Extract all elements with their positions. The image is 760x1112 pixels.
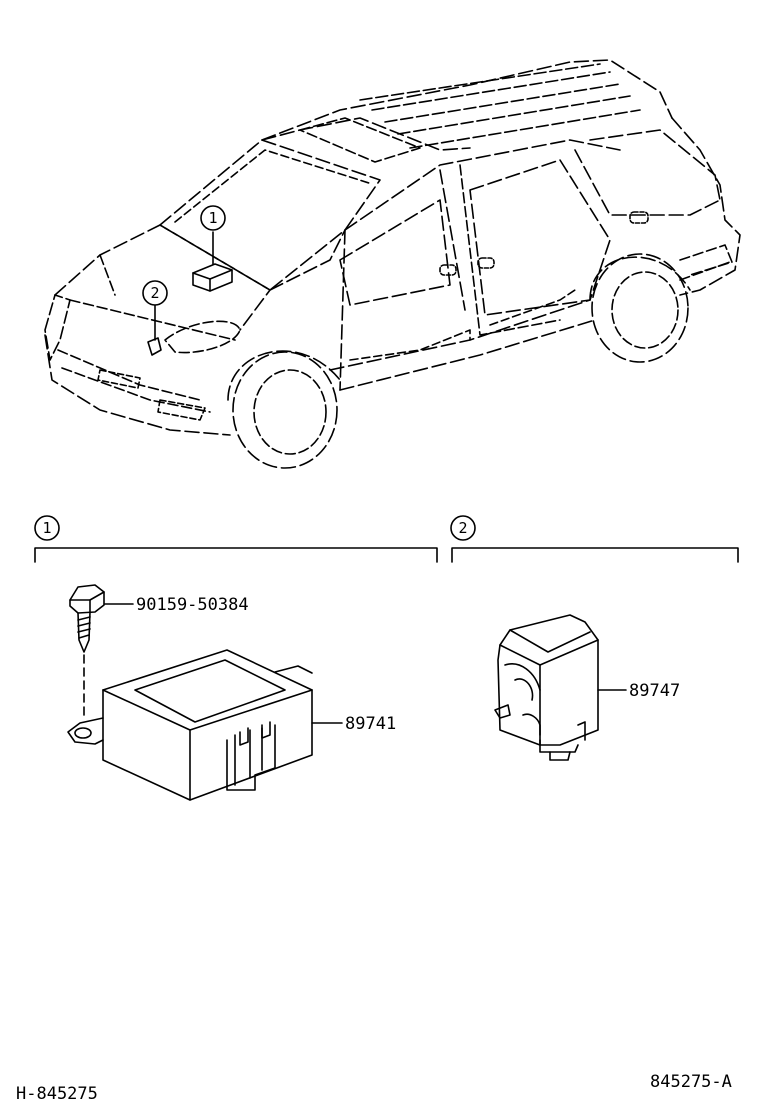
section-1-bracket <box>34 547 438 563</box>
callout-1-circle <box>200 205 226 231</box>
part-number-airbag-sensor-assembly: 89741 <box>345 714 396 734</box>
part-number-front-airbag-sensor: 89747 <box>629 681 680 701</box>
section-1-marker-circle <box>34 515 60 541</box>
diagram-code-left: H-845275 <box>16 1084 98 1104</box>
airbag-sensor-assembly-drawing <box>67 649 313 801</box>
callout-1-number: 1 <box>208 209 217 227</box>
part-number-bolt: 90159-50384 <box>136 595 249 615</box>
section-2-marker-number: 2 <box>458 519 467 537</box>
callout-2-circle <box>142 280 168 306</box>
vehicle-airbag-ecu-marker <box>192 263 233 292</box>
section-2-bracket <box>451 547 739 563</box>
section-2-marker-circle <box>450 515 476 541</box>
section-1-marker-number: 1 <box>42 519 51 537</box>
vehicle-illustration <box>44 59 741 469</box>
front-airbag-sensor-drawing <box>494 614 599 761</box>
bolt-drawing <box>69 584 105 721</box>
diagram-code-right: 845275-A <box>650 1072 732 1092</box>
callout-2-number: 2 <box>150 284 159 302</box>
